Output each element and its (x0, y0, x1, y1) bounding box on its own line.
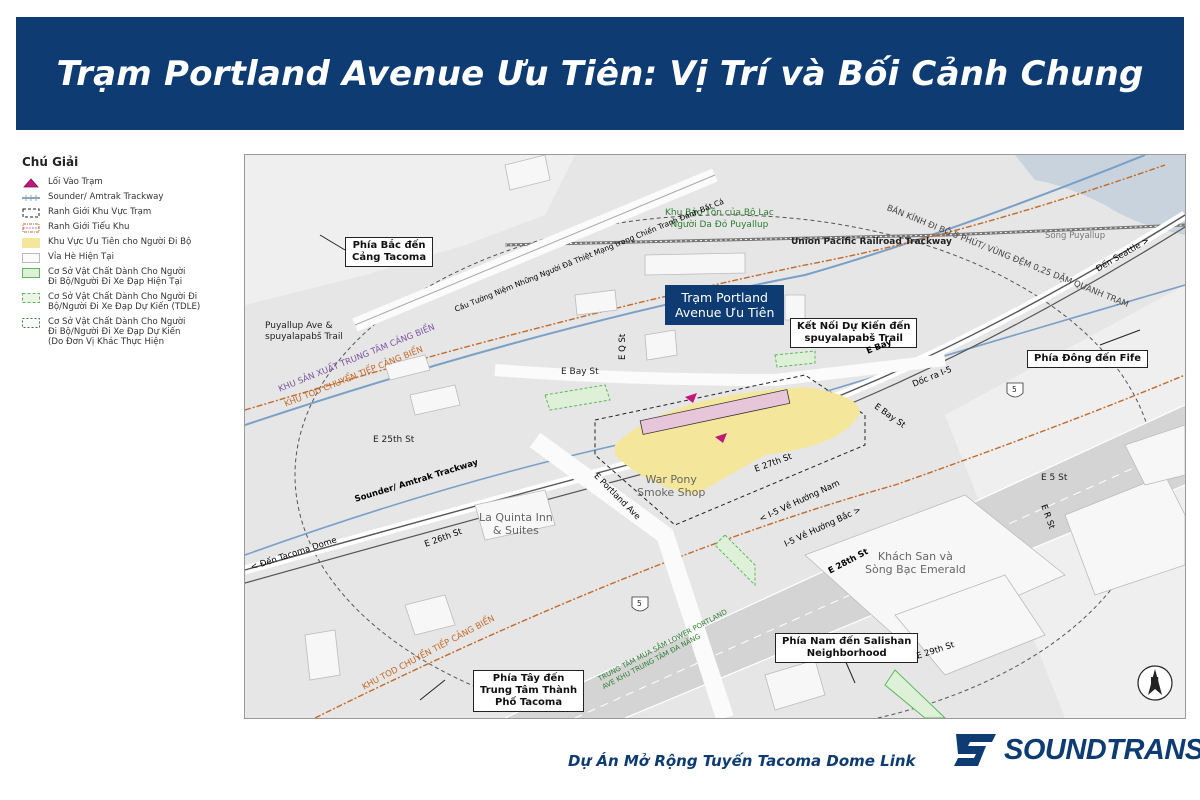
direction-arrow-icon (844, 659, 856, 684)
i5-shield-icon (1006, 382, 1024, 398)
planned-tdle-swatch (22, 292, 40, 303)
legend-title: Chú Giải (22, 155, 79, 169)
river-area (1015, 155, 1185, 235)
legend-label: Ranh Giới Tiểu Khu (48, 222, 130, 232)
legend-item-existing-facility: Cơ Sở Vật Chất Dành Cho Người Đi Bộ/Ngườ… (22, 267, 237, 288)
legend-label: Vỉa Hè Hiện Tại (48, 252, 114, 262)
map-canvas (245, 155, 1185, 718)
entrance-triangle-icon (22, 178, 40, 188)
sound-transit-logo: SOUNDTRANSIT (952, 732, 1200, 768)
station-platform (639, 389, 791, 435)
tod-boundary-line (314, 374, 1185, 718)
station-boundary-icon (22, 208, 40, 218)
la-quinta-label: La Quinta Inn & Suites (479, 511, 553, 537)
emerald-label: Khách San và Sòng Bạc Emerald (865, 550, 966, 576)
memorial-bridge-edge (354, 174, 716, 326)
planned-facility (774, 350, 816, 368)
terrain-patch (245, 155, 575, 305)
pedestrian-zone-swatch (22, 238, 40, 248)
legend: Chú Giải Lối Vào Trạm Sounder/ Amtrak Tr… (22, 155, 237, 352)
portland-ave-road (529, 432, 734, 718)
i5-shield-number: 5 (637, 599, 642, 608)
legend-label: Cơ Sở Vật Chất Dành Cho Người Đi Bộ/Ngườ… (48, 291, 201, 313)
legend-item-pedestrian-zone: Khu Vực Ưu Tiên cho Người Đi Bộ (22, 237, 237, 248)
project-name: Dự Án Mở Rộng Tuyến Tacoma Dome Link (568, 752, 916, 770)
subarea-boundary-icon (22, 223, 40, 233)
street-label: E 5 St (1041, 473, 1068, 483)
west-callout: Phía Tây đến Trung Tâm Thành Phố Tacoma (473, 670, 585, 712)
legend-label: Khu Vực Ưu Tiên cho Người Đi Bộ (48, 237, 192, 247)
legend-label: Lối Vào Trạm (48, 177, 103, 187)
sidewalk-swatch (22, 253, 40, 263)
e-bay-st-road (494, 354, 946, 387)
north-arrow-letter: N (1150, 675, 1160, 688)
trail-label: Puyallup Ave & spuyalapabš Trail (265, 321, 343, 342)
planned-facility (714, 534, 756, 587)
page-title: Trạm Portland Avenue Ưu Tiên: Vị Trí và … (56, 53, 1144, 94)
entrance-triangle-icon[interactable] (715, 433, 727, 443)
legend-item-entrance: Lối Vào Trạm (22, 177, 237, 188)
direction-arrow-icon (319, 234, 346, 251)
entrance-triangle-icon[interactable] (685, 393, 697, 403)
legend-item-sidewalk: Vỉa Hè Hiện Tại (22, 252, 237, 263)
direction-arrow-icon (1099, 329, 1141, 346)
war-pony-label: War Pony Smoke Shop (637, 473, 706, 499)
street-label: E Q St (618, 333, 628, 360)
connection-callout: Kết Nối Dự Kiến đến spuyalapabš Trail (790, 318, 918, 348)
east-callout: Phía Đông đến Fife (1027, 350, 1149, 368)
street-label: E 25th St (373, 435, 415, 445)
union-pacific-label: Union Pacific Railroad Trackway (791, 237, 952, 247)
reservation-label: Khu Bảo Tồn của Bộ Lạc Người Da Đỏ Puyal… (665, 208, 774, 230)
tod-boundary-line (245, 164, 1166, 411)
station-area-boundary (594, 374, 866, 526)
river-label: Sông Puyallup (1045, 231, 1106, 241)
i5-shield-number: 5 (1012, 385, 1017, 394)
trackway-line-icon (22, 193, 40, 203)
station-area-map: Trạm Portland Avenue Ưu Tiên Phía Bắc đế… (244, 154, 1186, 719)
street-label: E Bay St (561, 367, 599, 377)
legend-item-station-boundary: Ranh Giới Khu Vực Trạm (22, 207, 237, 218)
direction-arrow-icon (419, 679, 446, 701)
station-label: Trạm Portland Avenue Ưu Tiên (665, 285, 785, 325)
planned-other-swatch (22, 317, 40, 328)
planned-facility (544, 384, 611, 411)
north-callout: Phía Bắc đến Cảng Tacoma (345, 237, 434, 267)
south-callout: Phía Nam đến Salishan Neighborhood (775, 633, 919, 663)
legend-item-planned-tdle: Cơ Sở Vật Chất Dành Cho Người Đi Bộ/Ngườ… (22, 292, 237, 313)
legend-label: Ranh Giới Khu Vực Trạm (48, 207, 152, 217)
existing-facility (884, 669, 946, 718)
sound-transit-wordmark: SOUNDTRANSIT (1004, 733, 1200, 766)
i5-shield-icon (631, 596, 649, 612)
legend-item-planned-other: Cơ Sở Vật Chất Dành Cho Người Đi Bộ/Ngườ… (22, 317, 237, 348)
sound-transit-logo-icon (954, 734, 996, 766)
north-arrow-pointer (1148, 669, 1162, 695)
legend-label: Cơ Sở Vật Chất Dành Cho Người Đi Bộ/Ngườ… (48, 267, 186, 288)
buildings (304, 155, 1185, 711)
legend-item-subarea: Ranh Giới Tiểu Khu (22, 222, 237, 233)
existing-facility-swatch (22, 268, 40, 278)
legend-label: Cơ Sở Vật Chất Dành Cho Người Đi Bộ/Ngườ… (48, 316, 186, 348)
union-pacific-track-ties (504, 224, 1185, 246)
header-banner: Trạm Portland Avenue Ưu Tiên: Vị Trí và … (16, 17, 1184, 130)
legend-label: Sounder/ Amtrak Trackway (48, 192, 164, 202)
legend-item-trackway: Sounder/ Amtrak Trackway (22, 192, 237, 203)
